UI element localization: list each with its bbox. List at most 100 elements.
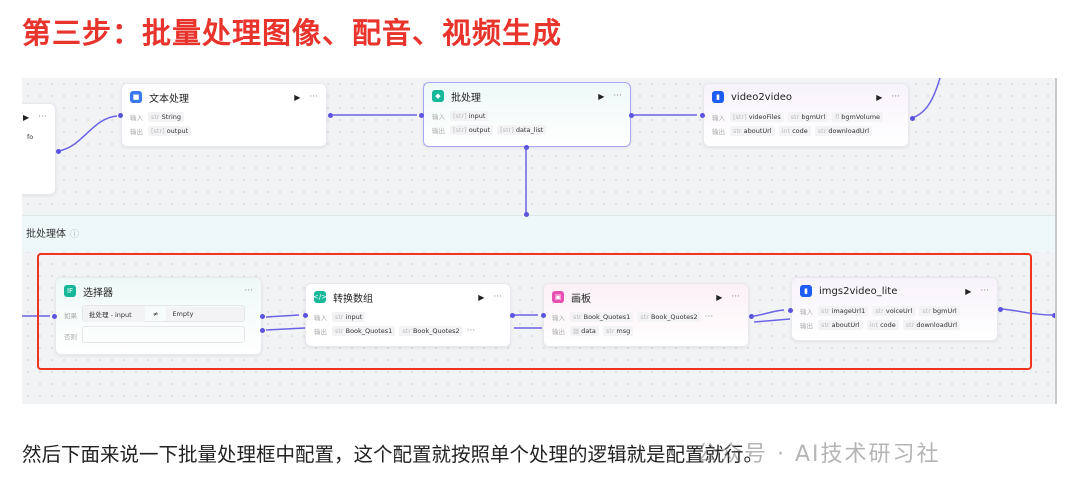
more-icon[interactable]: ··· — [38, 112, 47, 122]
port[interactable] — [303, 313, 308, 318]
port[interactable] — [524, 212, 529, 217]
batch-node[interactable]: ◆批处理▶··· 输入[str]input 输出[str]output[str]… — [423, 82, 631, 147]
port[interactable] — [788, 308, 793, 313]
board-icon: ▣ — [552, 291, 564, 303]
play-icon[interactable]: ▶ — [876, 92, 883, 102]
port[interactable] — [998, 307, 1003, 312]
port[interactable] — [328, 113, 333, 118]
video-icon: ▮ — [800, 285, 812, 297]
node-title: 转换数组 — [333, 293, 373, 305]
more-icon[interactable]: ··· — [891, 92, 900, 102]
play-icon[interactable]: ▶ — [965, 286, 972, 296]
if-icon: IF — [64, 285, 76, 297]
output-label: 输出 — [552, 328, 565, 336]
play-icon[interactable]: ▶ — [294, 92, 301, 102]
more-icon[interactable]: ··· — [244, 286, 253, 296]
node-fragment: fo — [27, 133, 34, 141]
port[interactable] — [700, 113, 705, 118]
output-label: 输出 — [314, 328, 327, 336]
port[interactable] — [118, 113, 123, 118]
play-icon[interactable]: ▶ — [23, 112, 30, 122]
output-label: 输出 — [712, 128, 725, 136]
input-label: 输入 — [314, 314, 327, 322]
video-icon: ▮ — [712, 91, 724, 103]
node-title: 文本处理 — [149, 93, 189, 105]
more-icon[interactable]: ··· — [309, 92, 318, 102]
more-icon[interactable]: ··· — [466, 326, 476, 336]
port[interactable] — [52, 314, 57, 319]
watermark: 公众号 · AI技术研习社 — [696, 442, 941, 467]
play-icon[interactable]: ▶ — [478, 292, 485, 302]
edge — [911, 78, 941, 119]
edge — [57, 115, 118, 152]
play-icon[interactable]: ▶ — [598, 91, 605, 101]
param-tag: [str]data_list — [497, 125, 547, 135]
param-tag: ▨data — [570, 326, 599, 336]
condition-operator: ≠ — [153, 309, 159, 318]
port[interactable] — [910, 116, 915, 121]
node-title: 选择器 — [83, 287, 113, 299]
param-tag: [str]output — [148, 126, 192, 136]
output-label: 输出 — [432, 127, 445, 135]
partial-node[interactable]: ▶ ··· fo — [22, 103, 56, 195]
more-icon[interactable]: ··· — [704, 312, 714, 322]
port[interactable] — [56, 149, 61, 154]
info-icon[interactable]: ⓘ — [70, 230, 80, 240]
port[interactable] — [419, 113, 424, 118]
if-label: 如果 — [64, 311, 77, 320]
more-icon[interactable]: ··· — [613, 91, 622, 101]
param-tag: [str]input — [450, 111, 489, 121]
input-label: 输入 — [800, 308, 813, 316]
bot-icon: ■ — [130, 91, 142, 103]
condition-field[interactable]: 批处理 - input≠Empty — [82, 305, 245, 322]
port[interactable] — [629, 113, 634, 118]
more-icon[interactable]: ··· — [493, 292, 502, 302]
port[interactable] — [510, 313, 515, 318]
node-title: video2video — [731, 91, 792, 103]
else-label: 否则 — [64, 332, 77, 341]
batch-body-label: 批处理体 — [26, 229, 66, 240]
condition-left: 批处理 - input — [83, 305, 145, 322]
input-label: 输入 — [552, 314, 565, 322]
port[interactable] — [749, 314, 754, 319]
more-icon[interactable]: ··· — [980, 286, 989, 296]
port[interactable] — [1052, 313, 1055, 318]
port[interactable] — [260, 314, 265, 319]
page-title: 第三步：批量处理图像、配音、视频生成 — [22, 16, 563, 50]
port[interactable] — [524, 145, 529, 150]
port[interactable] — [260, 328, 265, 333]
play-icon[interactable]: ▶ — [716, 292, 723, 302]
param-tag: [str]output — [450, 125, 494, 135]
node-title: imgs2video_lite — [819, 285, 898, 297]
body-text: 然后下面来说一下批量处理框中配置，这个配置就按照单个处理的逻辑就是配置就行。 — [22, 443, 764, 466]
output-label: 输出 — [800, 322, 813, 330]
more-icon[interactable]: ··· — [731, 292, 740, 302]
input-label: 输入 — [432, 113, 445, 121]
param-tag: [str]videoFiles — [730, 112, 784, 122]
node-title: 批处理 — [451, 92, 481, 104]
else-field[interactable] — [82, 326, 245, 343]
port[interactable] — [541, 313, 546, 318]
code-icon: </> — [312, 291, 328, 303]
